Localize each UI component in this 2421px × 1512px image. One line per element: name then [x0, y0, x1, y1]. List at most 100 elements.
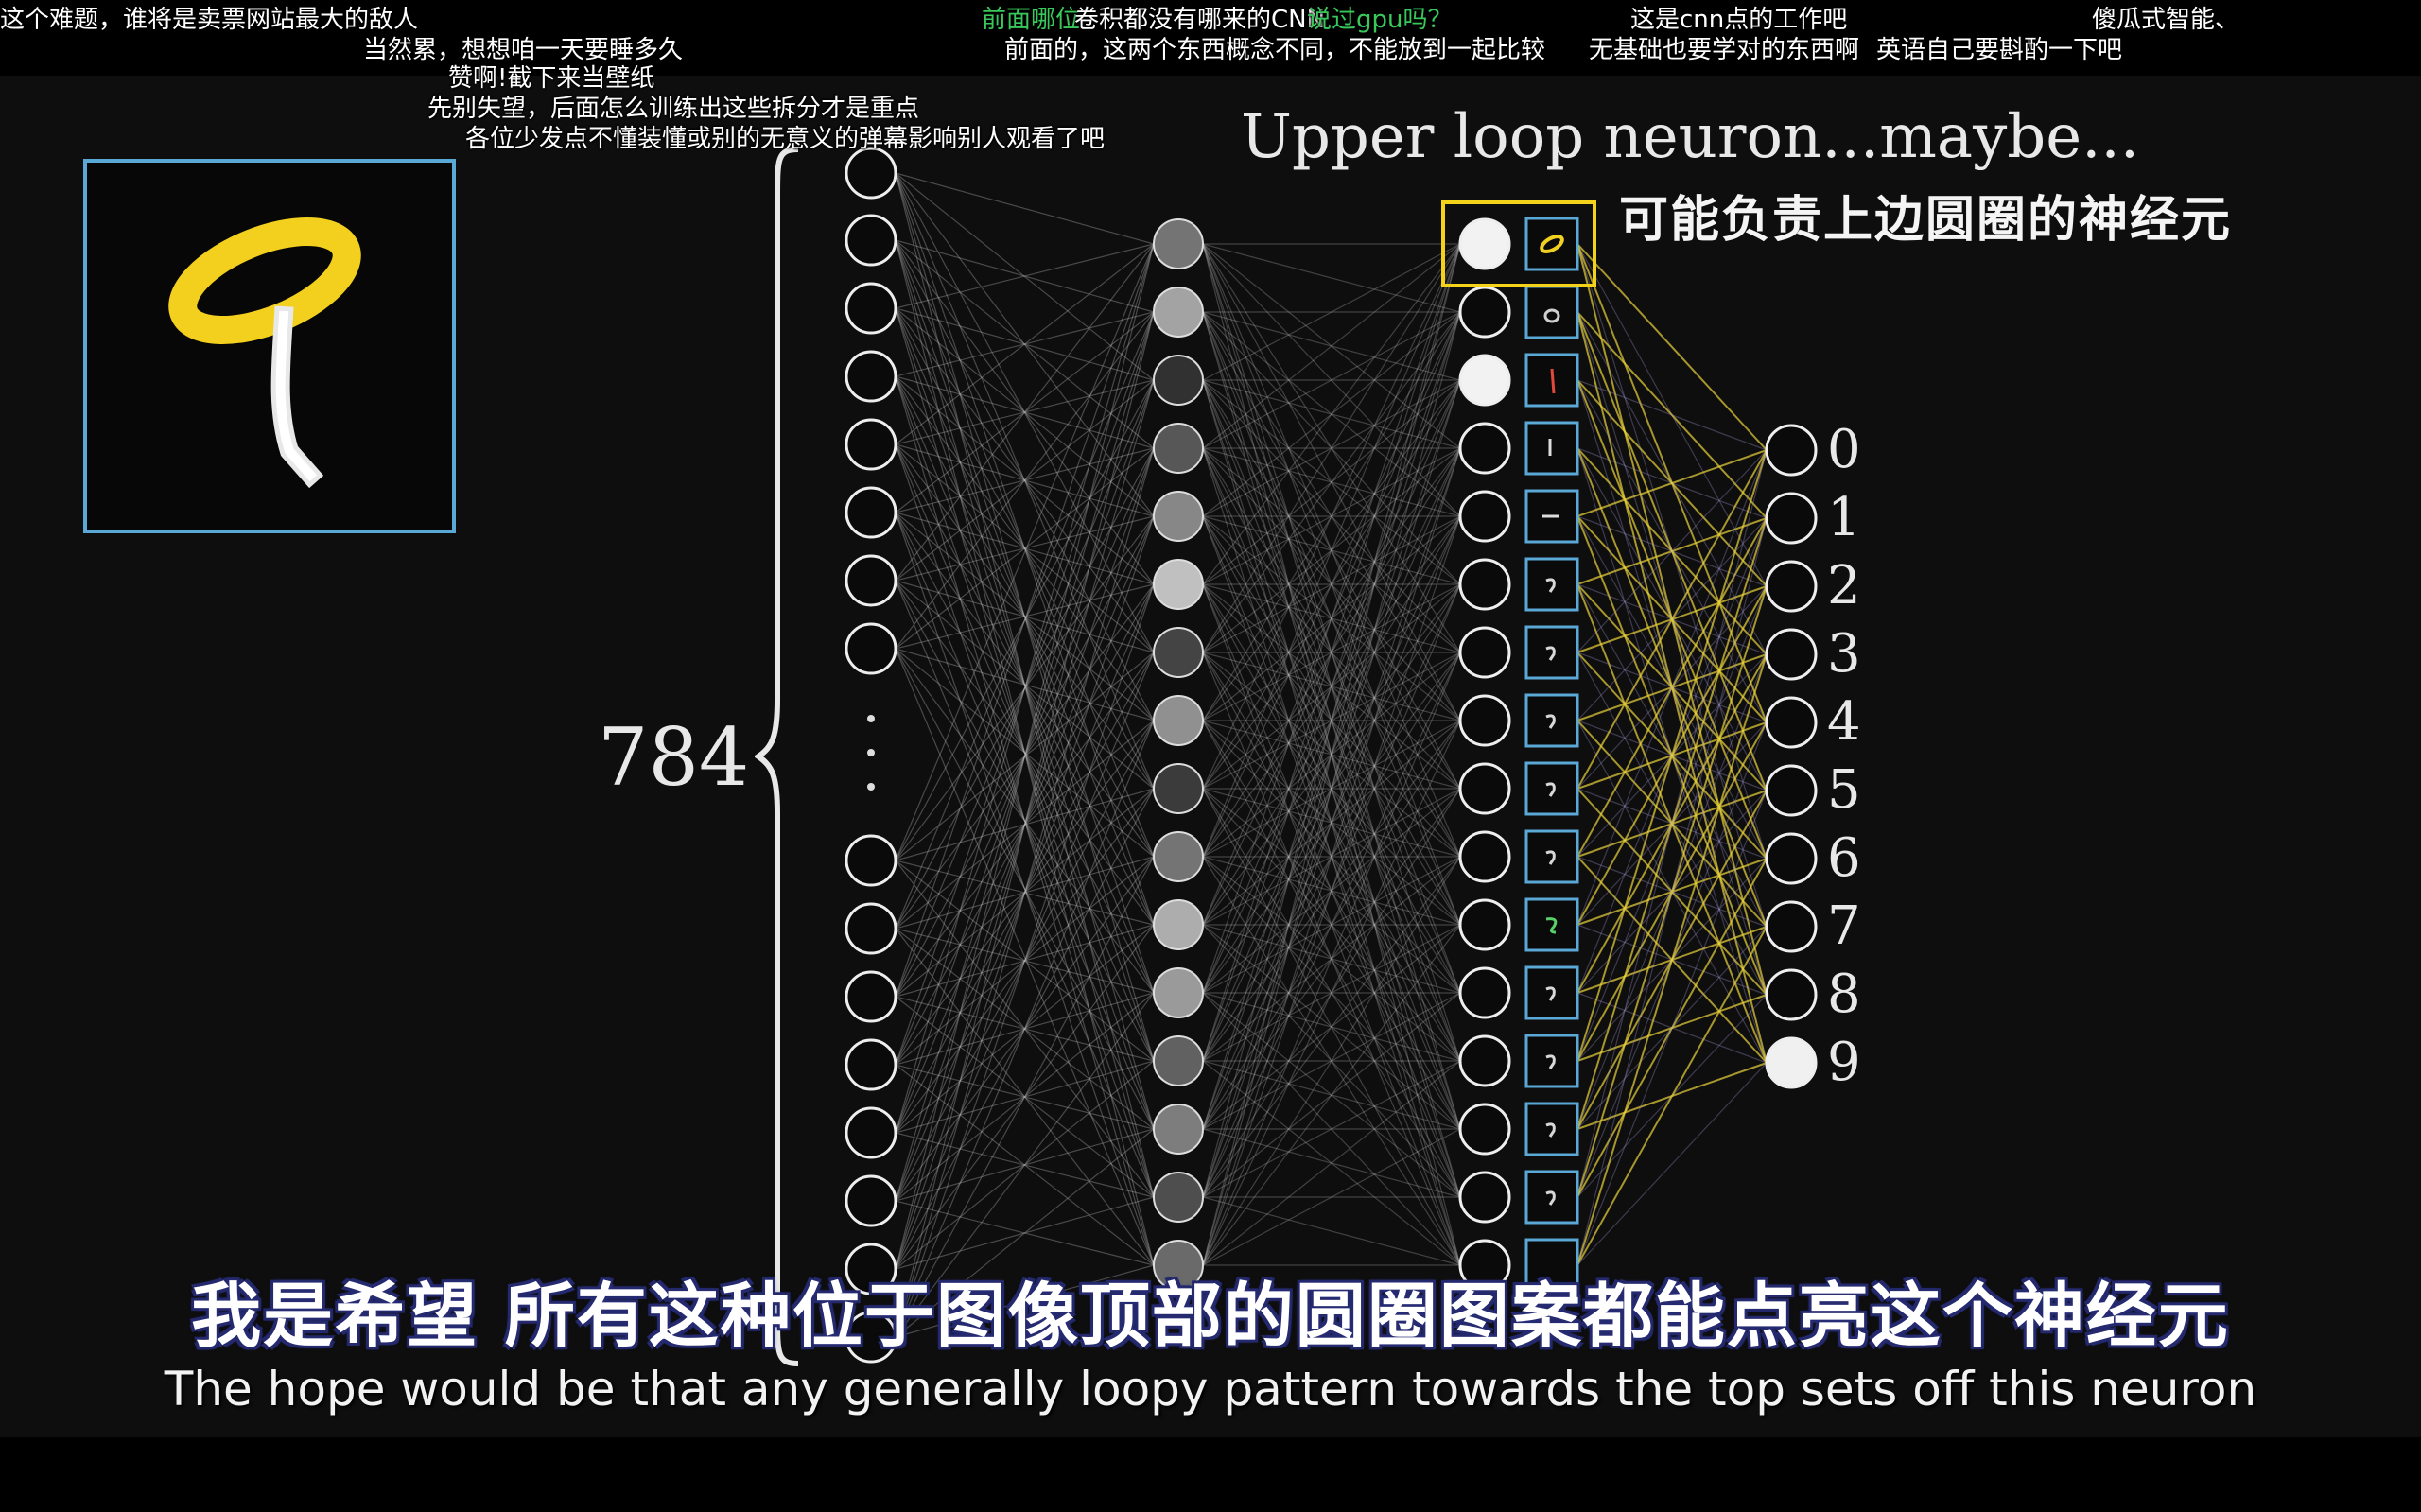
feature-thumbnail-icon [1524, 625, 1579, 680]
neuron-circle-icon [845, 214, 897, 267]
neuron-circle-icon [845, 350, 897, 403]
feature-thumbnail-icon [1524, 285, 1579, 339]
neuron-circle-icon [1153, 831, 1204, 882]
neuron-circle-icon [1153, 491, 1204, 542]
feature-thumbnail-icon [1524, 829, 1579, 884]
neuron-circle-icon [1153, 1035, 1204, 1086]
feature-thumbnail-icon [1524, 421, 1579, 476]
subtitle-english: The hope would be that any generally loo… [164, 1362, 2257, 1416]
neuron-circle-icon [1765, 696, 1818, 749]
neuron-circle-icon [845, 554, 897, 607]
feature-thumbnail-icon [1524, 217, 1579, 271]
input-digit-image [83, 159, 456, 533]
feature-thumbnail-icon [1524, 1102, 1579, 1156]
danmaku-comment: 这个难题，谁将是卖票网站最大的敌人 [0, 6, 419, 34]
neuron-circle-icon [1153, 1104, 1204, 1155]
hidden-layer-2 [1458, 217, 1511, 1292]
scene-heading: Upper loop neuron...maybe... [1241, 102, 2140, 172]
feature-thumbnail-icon [1524, 1170, 1579, 1225]
highlight-box [1441, 200, 1596, 287]
digit-nine-pixels [168, 217, 361, 489]
neuron-circle-icon [845, 147, 897, 200]
neuron-circle-icon [1765, 628, 1818, 681]
subtitle-chinese: 我是希望 所有这种位于图像顶部的圆圈图案都能点亮这个神经元 [191, 1276, 2230, 1357]
neuron-circle-icon [1458, 558, 1511, 611]
neuron-circle-icon [1765, 764, 1818, 817]
neuron-circle-icon [1458, 898, 1511, 951]
neuron-circle-icon [1153, 218, 1204, 269]
neuron-circle-icon [1458, 1171, 1511, 1224]
output-label-0: 0 [1827, 419, 1861, 480]
input-count-label: 784 [598, 711, 750, 804]
neuron-circle-icon [845, 1311, 897, 1364]
connection-lines [895, 172, 1768, 1338]
output-label-1: 1 [1827, 487, 1861, 548]
output-label-7: 7 [1827, 895, 1861, 957]
output-layer [1765, 424, 1818, 1089]
danmaku-comment: 卷积都没有哪来的CNN [1074, 6, 1326, 34]
neuron-circle-icon [1153, 1240, 1204, 1291]
neuron-circle-icon [845, 970, 897, 1023]
hidden-layer-1 [1153, 218, 1204, 1291]
left-curly-brace-icon [755, 147, 799, 1366]
neuron-circle-icon [1458, 217, 1511, 270]
feature-thumbnail-icon [1524, 489, 1579, 544]
neuron-circle-icon [1765, 424, 1818, 477]
neuron-circle-icon [1153, 899, 1204, 950]
danmaku-comment: 无基础也要学对的东西啊 [1589, 36, 1860, 64]
feature-thumbnail-icon [1524, 761, 1579, 816]
neuron-circle-icon [1458, 1239, 1511, 1292]
neuron-circle-icon [845, 1243, 897, 1295]
neuron-circle-icon [845, 282, 897, 335]
feature-thumbnails [1524, 217, 1579, 1293]
scene-heading-zh: 可能负责上边圆圈的神经元 [1619, 192, 2233, 249]
danmaku-comment: 傻瓜式智能、 [2092, 6, 2240, 34]
neuron-circle-icon [1153, 1172, 1204, 1223]
neuron-circle-icon [1765, 900, 1818, 953]
feature-thumbnail-icon [1524, 557, 1579, 612]
feature-thumbnail-icon [1524, 965, 1579, 1020]
neuron-circle-icon [845, 418, 897, 471]
danmaku-comment: 各位少发点不懂装懂或别的无意义的弹幕影响别人观看了吧 [465, 125, 1106, 153]
neuron-circle-icon [1458, 286, 1511, 339]
danmaku-comment: 前面哪位 [982, 6, 1081, 34]
neuron-circle-icon [1765, 492, 1818, 545]
neuron-circle-icon [1458, 694, 1511, 747]
danmaku-comment: 赞啊!截下来当壁纸 [448, 64, 655, 93]
neuron-circle-icon [845, 834, 897, 887]
neuron-circle-icon [1153, 423, 1204, 474]
feature-thumbnail-icon [1524, 693, 1579, 748]
neuron-circle-icon [1153, 695, 1204, 746]
neuron-circle-icon [1458, 830, 1511, 883]
feature-thumbnail-icon [1524, 897, 1579, 952]
danmaku-comment: 前面的，这两个东西概念不同，不能放到一起比较 [1004, 36, 1546, 64]
output-label-3: 3 [1827, 623, 1861, 685]
output-label-6: 6 [1827, 827, 1861, 889]
neuron-circle-icon [845, 1174, 897, 1227]
neuron-circle-icon [1765, 832, 1818, 885]
neuron-circle-icon [1458, 422, 1511, 475]
feature-thumbnail-icon [1524, 353, 1579, 408]
neuron-circle-icon [1765, 1036, 1818, 1089]
neuron-circle-icon [1458, 1034, 1511, 1087]
neuron-circle-icon [845, 1106, 897, 1159]
danmaku-comment: 这是cnn点的工作吧 [1630, 6, 1848, 34]
output-label-8: 8 [1827, 964, 1861, 1025]
feature-thumbnail-icon [1524, 1034, 1579, 1088]
neuron-circle-icon [1153, 559, 1204, 610]
neuron-circle-icon [1153, 287, 1204, 338]
neuron-circle-icon [1765, 968, 1818, 1021]
danmaku-comment: 当然累，想想咱一天要睡多久 [363, 36, 684, 64]
danmaku-comment: 说过gpu吗？ [1307, 6, 1453, 34]
neuron-circle-icon [1153, 967, 1204, 1018]
neuron-circle-icon [1458, 966, 1511, 1019]
danmaku-comment: 先别失望，后面怎么训练出这些拆分才是重点 [427, 95, 920, 123]
input-layer [845, 147, 897, 1364]
neuron-circle-icon [1153, 355, 1204, 406]
neuron-circle-icon [1458, 490, 1511, 543]
neuron-circle-icon [845, 1038, 897, 1091]
neuron-circle-icon [1765, 560, 1818, 613]
neuron-circle-icon [1458, 354, 1511, 407]
